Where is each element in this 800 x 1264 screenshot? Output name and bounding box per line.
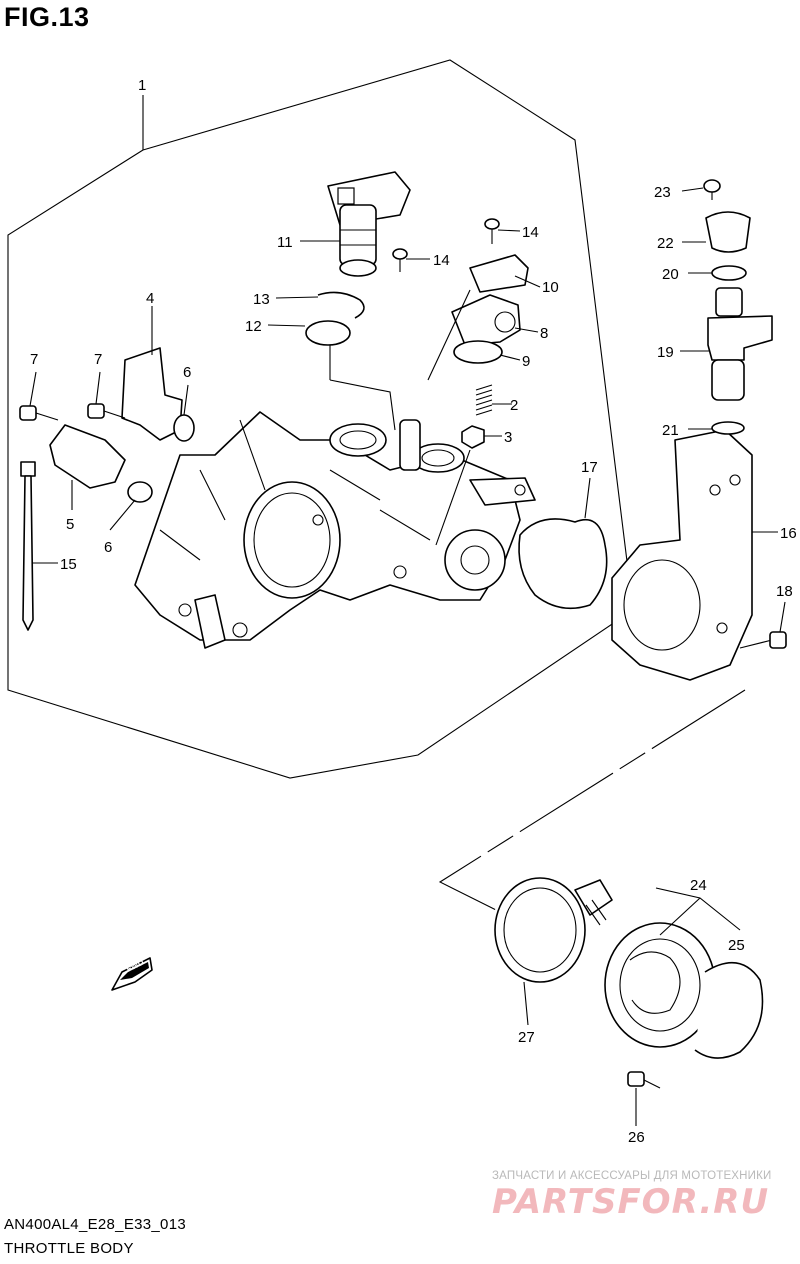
watermark-tagline: ЗАПЧАСТИ И АКСЕССУАРЫ ДЛЯ МОТОТЕХНИКИ: [492, 1170, 772, 1182]
callout-26: 26: [628, 1129, 645, 1146]
part-19-injector: [707, 287, 773, 401]
part-5-sensor: [49, 424, 126, 489]
callout-3: 3: [504, 429, 512, 446]
callout-27: 27: [518, 1029, 535, 1046]
part-7-bolt-b: [87, 403, 126, 419]
callout-7a: 7: [30, 351, 38, 368]
callout-9: 9: [522, 353, 530, 370]
part-12-o-ring: [305, 320, 351, 346]
part-6-o-ring-a: [173, 414, 195, 442]
part-7-bolt-a: [19, 405, 59, 421]
callout-6b: 6: [104, 539, 112, 556]
callout-21: 21: [662, 422, 679, 439]
part-2-spring: [475, 384, 493, 416]
throttle-body: [134, 411, 536, 649]
part-27-clamp: [494, 877, 613, 983]
part-4-map-sensor: [121, 347, 183, 441]
callout-11: 11: [277, 234, 293, 251]
part-22-cap: [705, 211, 751, 253]
callout-7b: 7: [94, 351, 102, 368]
callout-1: 1: [138, 77, 146, 94]
callout-19: 19: [657, 344, 674, 361]
diagram-name: THROTTLE BODY: [4, 1240, 134, 1257]
part-26-bolt: [627, 1071, 661, 1089]
callout-4: 4: [146, 290, 154, 307]
fwd-arrow-icon: FWD: [111, 957, 153, 991]
diagram-code: AN400AL4_E28_E33_013: [4, 1216, 186, 1233]
callout-16: 16: [780, 525, 797, 542]
callout-5: 5: [66, 516, 74, 533]
callout-labels: 1 2 3 4 5 6 6 7 7 8 9 10 11 12 13 14 14 …: [30, 77, 797, 1146]
callout-25: 25: [728, 937, 745, 954]
part-20-o-ring: [711, 265, 747, 281]
part-6-o-ring-b: [127, 481, 153, 503]
part-9-o-ring: [453, 340, 503, 364]
part-11-sensor: [327, 171, 411, 277]
figure-title: FIG.13: [4, 2, 90, 32]
callout-10: 10: [542, 279, 559, 296]
callout-13: 13: [253, 291, 270, 308]
part-8-tps-sensor: [451, 294, 521, 346]
part-14-screw-b: [392, 248, 408, 272]
callout-14a: 14: [522, 224, 539, 241]
part-17-gasket: [518, 518, 608, 610]
part-10-bracket: [469, 254, 529, 293]
part-14-screw-a: [484, 218, 500, 244]
part-21-o-ring: [711, 421, 745, 435]
callout-12: 12: [245, 318, 262, 335]
callout-15: 15: [60, 556, 77, 573]
callout-18: 18: [776, 583, 793, 600]
part-24-intake-joint: [604, 922, 716, 1052]
callout-17: 17: [581, 459, 598, 476]
callout-8: 8: [540, 325, 548, 342]
leader-lines: [29, 187, 786, 1126]
watermark-brand: PARTSFOR.RU: [492, 1182, 770, 1222]
part-3-nut: [461, 425, 485, 449]
callout-23: 23: [654, 184, 671, 201]
callout-6a: 6: [183, 364, 191, 381]
callout-2: 2: [510, 397, 518, 414]
part-15-cable-tie: [20, 461, 36, 631]
callout-20: 20: [662, 266, 679, 283]
callout-22: 22: [657, 235, 674, 252]
callout-24: 24: [690, 877, 707, 894]
assembly-boundary-1: [7, 59, 634, 779]
part-13-clip: [317, 291, 365, 319]
part-23-screw: [703, 179, 721, 200]
callout-14b: 14: [433, 252, 450, 269]
part-16-injector-holder: [611, 429, 753, 681]
part-25-band: [694, 961, 764, 1059]
part-18-bolt: [739, 631, 787, 649]
